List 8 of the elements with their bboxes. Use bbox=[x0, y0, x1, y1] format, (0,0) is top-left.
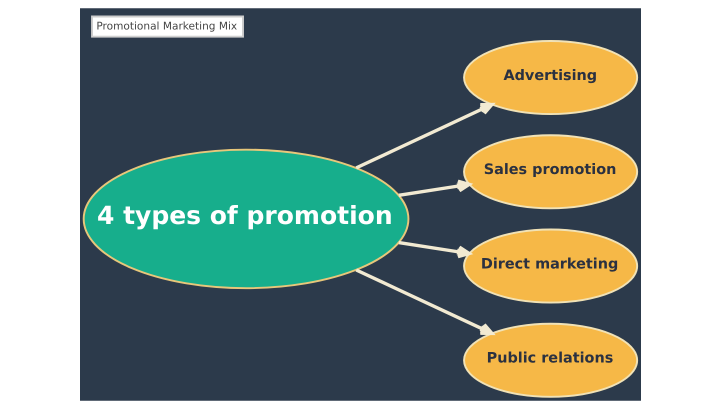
arrow bbox=[398, 240, 470, 258]
arrow bbox=[355, 102, 494, 170]
node-ellipse: 4 types of promotion bbox=[82, 148, 409, 290]
diagram-title: Promotional Marketing Mix bbox=[96, 20, 237, 32]
arrow bbox=[355, 268, 494, 336]
arrow bbox=[398, 180, 470, 197]
node-ellipse: Direct marketing bbox=[462, 228, 638, 304]
node-ellipse: Sales promotion bbox=[462, 134, 638, 210]
